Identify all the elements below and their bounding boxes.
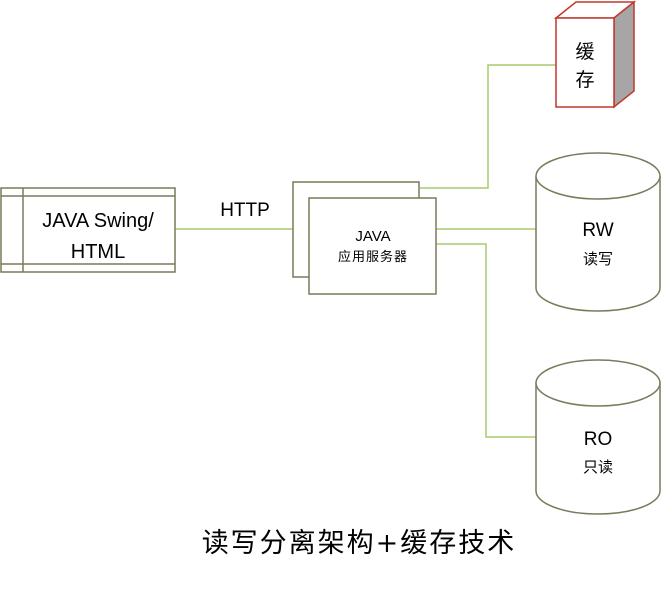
cache-side-face <box>613 0 635 109</box>
cache-label-line2: 存 <box>575 69 594 91</box>
client-label-line1: JAVA Swing/ <box>42 210 154 232</box>
app-server <box>292 181 437 295</box>
server-ro-connector <box>436 243 536 438</box>
rw-database <box>535 152 661 312</box>
rw-label-line2: 读写 <box>583 250 613 268</box>
http-label: HTTP <box>220 200 270 221</box>
client-label-line2: HTML <box>71 241 125 263</box>
server-cache-connector <box>420 64 556 189</box>
connectors <box>175 64 556 438</box>
app-server-front-box <box>308 197 437 295</box>
cache-label-line1: 缓 <box>575 41 594 63</box>
diagram-caption: 读写分离架构+缓存技术 <box>202 528 517 559</box>
client-box <box>0 187 176 273</box>
server-label-line2: 应用服务器 <box>338 249 408 265</box>
ro-label-line1: RO <box>584 429 613 450</box>
cache-box <box>553 0 637 109</box>
cache-front-face <box>555 17 615 108</box>
server-label-line1: JAVA <box>355 228 390 245</box>
ro-label-line2: 只读 <box>583 458 613 476</box>
ro-database <box>535 359 661 515</box>
rw-label-line1: RW <box>582 220 613 241</box>
